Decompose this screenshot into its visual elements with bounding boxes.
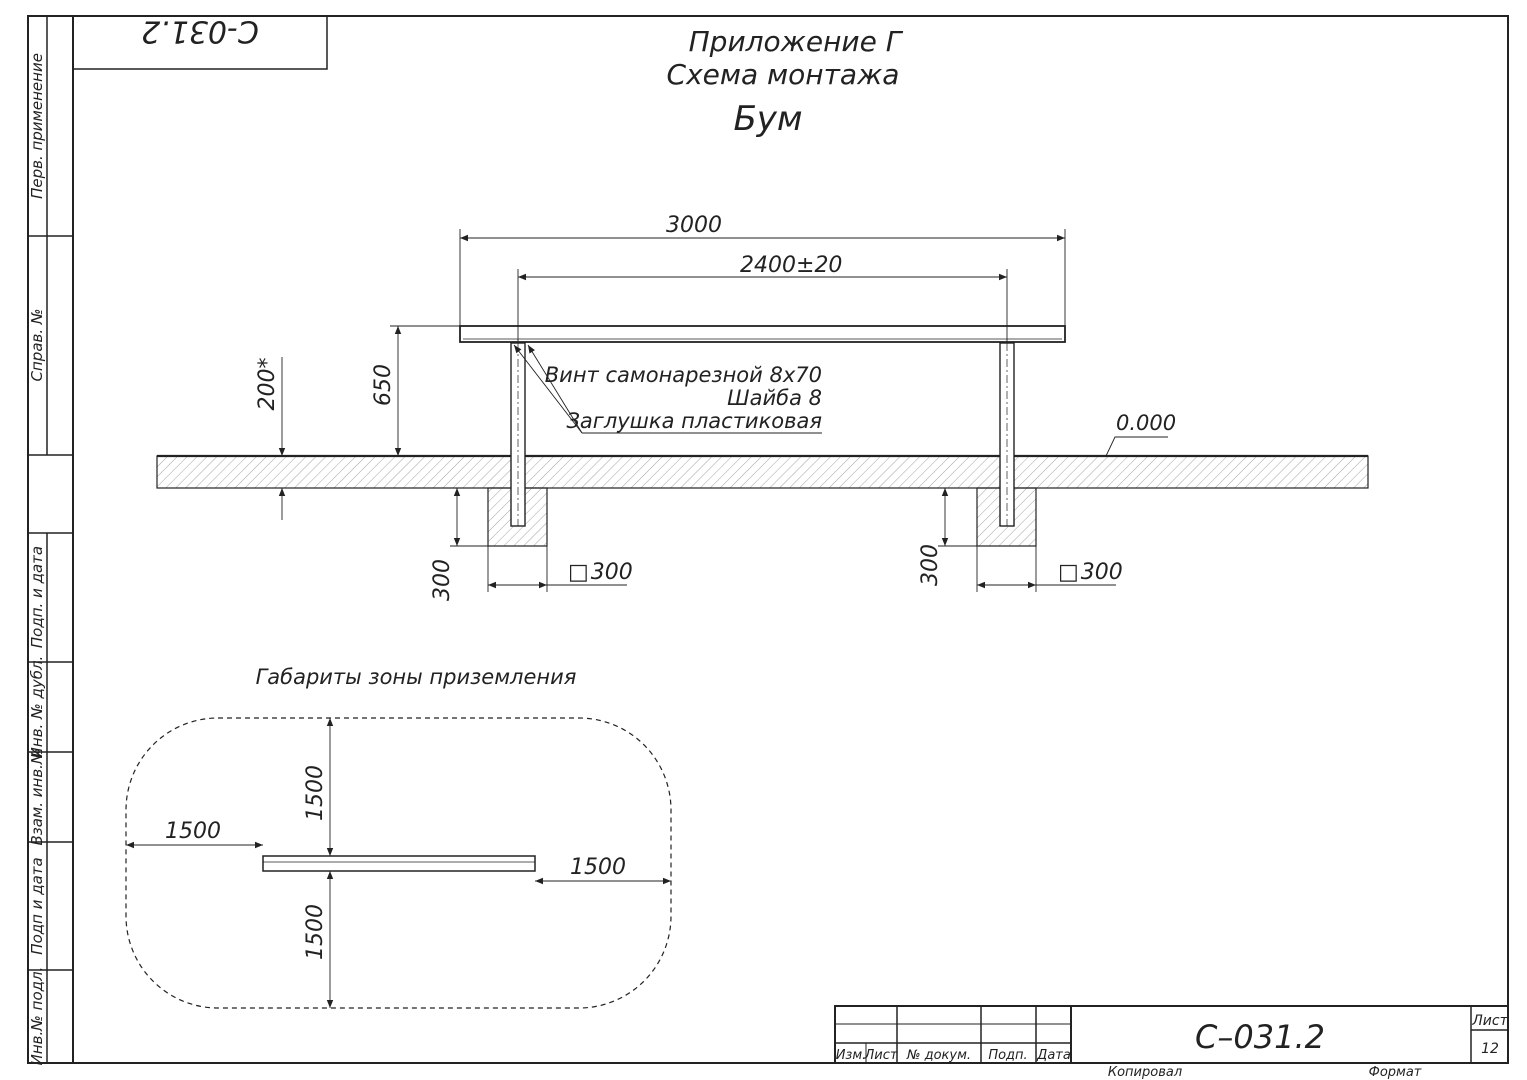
dim-depth-note: 200*	[255, 358, 280, 411]
dim-zone-left: 1500	[165, 819, 221, 844]
title-block-col-change: Изм.	[836, 1048, 867, 1063]
dim-height: 650	[371, 364, 396, 406]
code-box-rotated: С-031.2	[73, 14, 328, 70]
ground-level-mark: 0.000	[1116, 411, 1176, 435]
dim-zone-bottom: 1500	[303, 904, 328, 960]
drawing-code: С–031.2	[1195, 1018, 1325, 1056]
title-block: Изм. Лист № докум. Подп. Дата С–031.2 Ли…	[834, 1005, 1509, 1080]
side-stamp-cell-sign-date: Подп. и дата	[28, 546, 46, 648]
dim-zone-top: 1500	[303, 765, 328, 821]
dim-footing-size-left: □300	[568, 560, 633, 585]
code-rotated: С-031.2	[141, 14, 259, 49]
title-block-col-sign: Подп.	[988, 1048, 1027, 1063]
dim-footing-depth-right: 300	[918, 544, 943, 586]
side-stamp-cell-reference: Справ. №	[28, 309, 46, 382]
appendix-title: Приложение Г	[689, 25, 904, 58]
dim-footing-depth-left: 300	[430, 559, 455, 601]
sheet-frame	[27, 15, 1509, 1064]
scheme-title: Схема монтажа	[667, 58, 900, 91]
dim-zone-right: 1500	[570, 855, 626, 880]
landing-zone-outline	[125, 717, 672, 1009]
elevation-view: 3000 2400±20 650 200* Винт самонарезной …	[156, 213, 1369, 601]
title-block-col-doc: № докум.	[906, 1048, 971, 1063]
side-stamp-cell-original: Инв.№ подл.	[28, 967, 46, 1066]
callout-plug: Заглушка пластиковая	[566, 409, 822, 433]
dim-post-spacing: 2400±20	[740, 253, 842, 278]
dim-footing-size-right: □300	[1058, 560, 1123, 585]
format-label: Формат	[1369, 1065, 1422, 1080]
dim-total-length: 3000	[666, 213, 722, 238]
sheet-number: 12	[1481, 1041, 1499, 1057]
side-stamp-cell-first-use: Перв. применение	[28, 53, 46, 199]
title-block-col-date: Дата	[1036, 1048, 1071, 1063]
side-stamp-cell-replaced: Взам. инв.№	[28, 748, 46, 845]
landing-zone-title: Габариты зоны приземления	[256, 665, 577, 689]
callout-washer: Шайба 8	[727, 386, 822, 410]
side-stamp: Перв. применение Справ. № Подп. и дата И…	[28, 16, 73, 1065]
copied-label: Копировал	[1108, 1065, 1182, 1080]
ground-section	[156, 455, 1369, 489]
product-title: Бум	[733, 99, 802, 139]
callout-screw: Винт самонарезной 8х70	[545, 363, 822, 387]
side-stamp-cell-duplicate: Инв. № дубл.	[28, 656, 46, 759]
landing-zone-plan: Габариты зоны приземления 1500 1500 1500…	[125, 665, 672, 1009]
sheet-label: Лист	[1471, 1013, 1508, 1029]
title-block-col-sheet: Лист	[864, 1048, 898, 1063]
beam	[459, 325, 1066, 343]
side-stamp-cell-sign-date-2: Подп и дата	[28, 857, 46, 954]
beam-plan	[262, 855, 536, 872]
